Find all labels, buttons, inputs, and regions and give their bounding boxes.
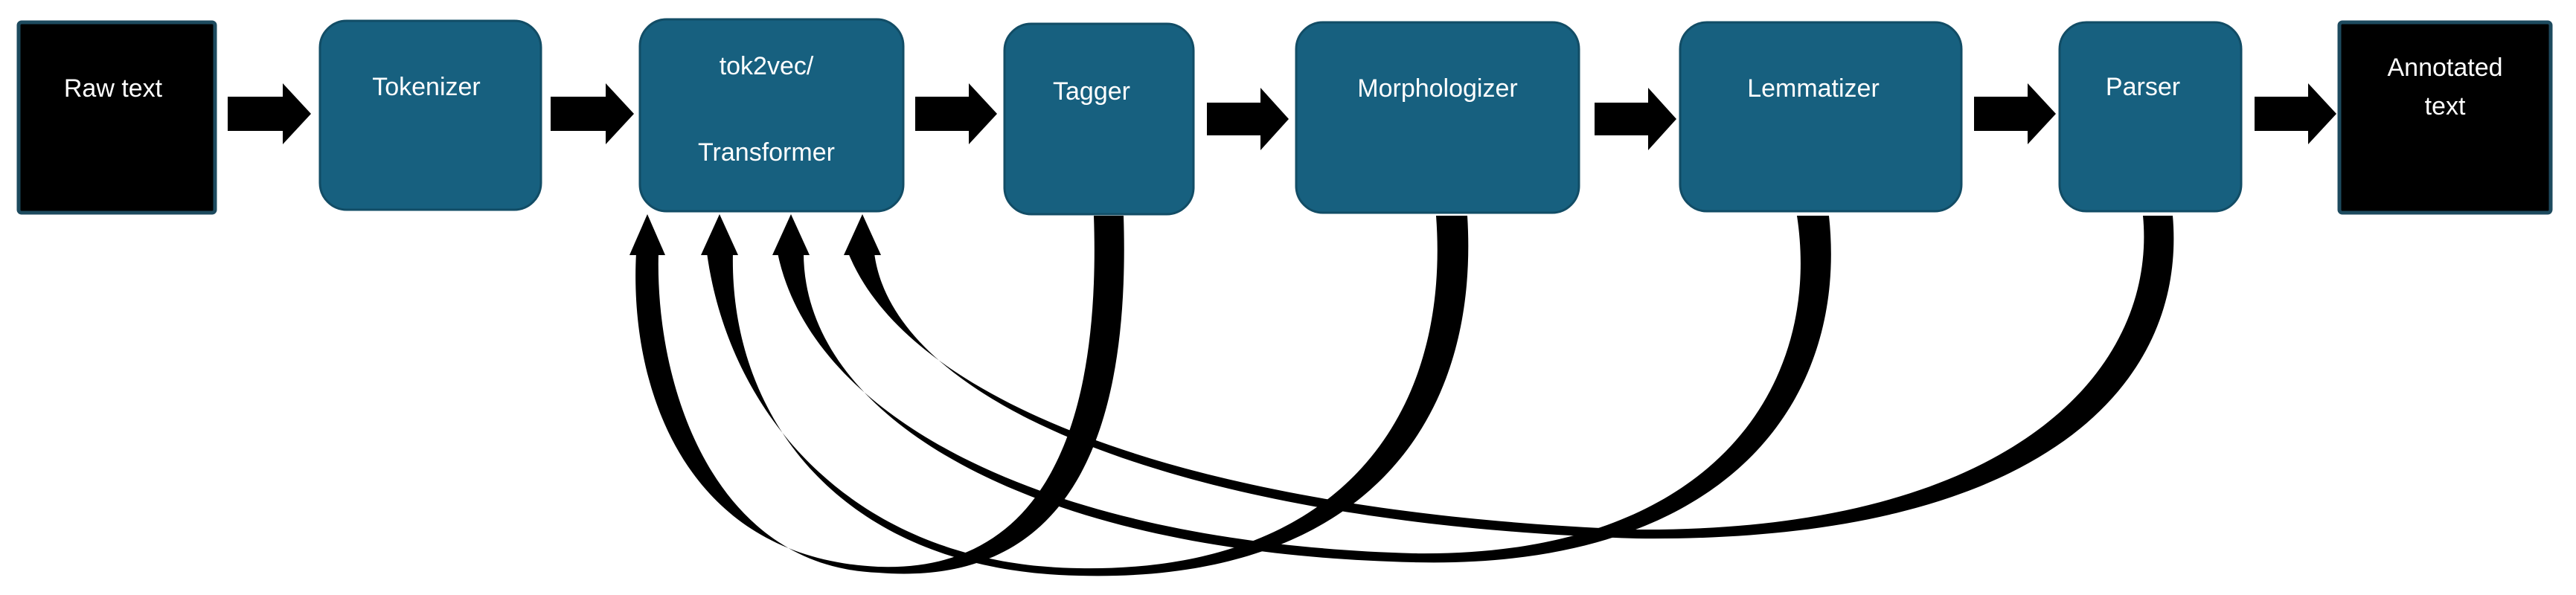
stage-parser: Parser [2058,21,2243,213]
arrow-lemmatizer-to-parser [1974,83,2056,144]
arrowhead-lemmatizer [772,214,810,255]
feedback-curves [635,216,2174,576]
arrow-tok2vec-to-tagger [915,83,997,144]
raw-text-box [16,20,217,215]
arrowhead-tagger [629,214,665,255]
stage-tagger: Tagger [1003,22,1195,216]
stage-tokenizer: Tokenizer [318,19,542,211]
tokenizer-box [318,19,542,211]
feedback-curve-lemmatizer [778,216,1831,563]
morphologizer-label: Morphologizer [1357,74,1517,103]
output-node: Annotated text [2337,20,2553,215]
arrowhead-parser [844,214,881,255]
raw-text-label: Raw text [64,74,163,103]
parser-box [2058,21,2243,213]
arrowhead-morphologizer [701,214,738,255]
forward-arrows [228,83,2336,150]
annotated-text-label-line2: text [2425,92,2466,120]
lemmatizer-box [1679,21,1963,213]
input-node: Raw text [16,20,217,215]
tagger-label: Tagger [1053,77,1130,106]
lemmatizer-label: Lemmatizer [1747,74,1880,103]
stage-tok2vec: tok2vec/ Transformer [638,18,905,213]
tok2vec-label-line2: Transformer [698,138,835,167]
stage-lemmatizer: Lemmatizer [1679,21,1963,213]
morphologizer-box [1295,21,1580,214]
tok2vec-box [638,18,905,213]
feedback-arrowheads [629,214,881,255]
tok2vec-label-line1: tok2vec/ [720,52,814,80]
parser-label: Parser [2106,73,2180,101]
annotated-text-label-line1: Annotated [2387,54,2502,82]
arrow-parser-to-output [2255,83,2336,144]
arrow-raw-to-tokenizer [228,83,311,144]
arrow-tagger-to-morphologizer [1207,88,1289,150]
tagger-box [1003,22,1195,216]
arrow-morphologizer-to-lemmatizer [1595,88,1676,150]
arrow-tokenizer-to-tok2vec [551,83,634,144]
tokenizer-label: Tokenizer [372,73,481,101]
stage-morphologizer: Morphologizer [1295,21,1580,214]
annotated-text-box [2337,20,2553,215]
